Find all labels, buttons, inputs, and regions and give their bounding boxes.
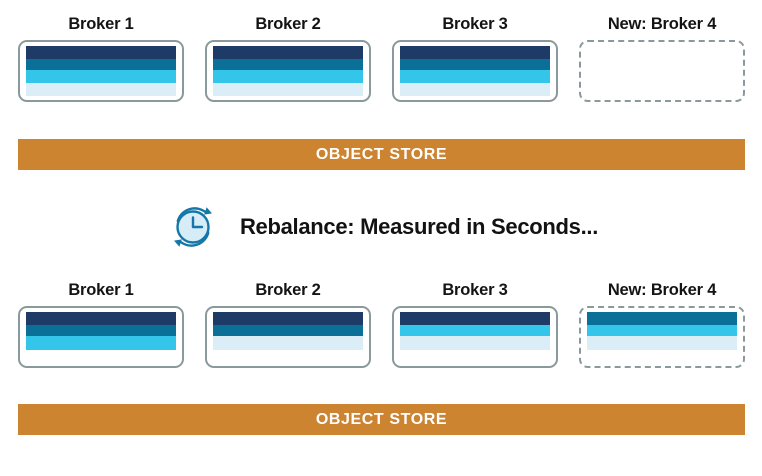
object-store-label: OBJECT STORE xyxy=(315,145,448,163)
partition-stripe-cyan xyxy=(400,69,550,83)
partition-stripe-navy xyxy=(213,45,363,59)
clock-refresh-icon xyxy=(164,198,222,256)
partition-stripe-cyan xyxy=(213,69,363,83)
broker-label: Broker 3 xyxy=(442,15,508,33)
broker-label: Broker 2 xyxy=(255,15,321,33)
partition-stripe-cyan xyxy=(26,335,176,350)
rebalance-banner: Rebalance: Measured in Seconds... xyxy=(0,196,762,258)
broker-label: Broker 2 xyxy=(255,281,321,299)
broker-card-2-before[interactable]: Broker 2 xyxy=(205,16,371,102)
partition-stripe-blue xyxy=(26,58,176,70)
broker-card-1-before[interactable]: Broker 1 xyxy=(18,16,184,102)
broker-strip-after: Broker 1 Broker 2 Broker 3 New: Broker 4 xyxy=(18,282,745,368)
broker-partition-box xyxy=(392,305,558,368)
partition-stripe-navy xyxy=(26,45,176,59)
broker-partition-box xyxy=(18,39,184,102)
broker-partition-box-empty xyxy=(579,39,745,102)
broker-label: Broker 1 xyxy=(68,281,134,299)
broker-card-1-after[interactable]: Broker 1 xyxy=(18,282,184,368)
partition-stripe-navy xyxy=(400,311,550,325)
broker-card-2-after[interactable]: Broker 2 xyxy=(205,282,371,368)
partition-stripe-pale xyxy=(400,82,550,96)
partition-stripe-cyan xyxy=(400,324,550,336)
broker-card-3-before[interactable]: Broker 3 xyxy=(392,16,558,102)
partition-stripe-cyan xyxy=(587,324,737,336)
object-store-bar-bottom: OBJECT STORE xyxy=(18,404,745,435)
broker-partition-box xyxy=(579,305,745,368)
object-store-bar-top: OBJECT STORE xyxy=(18,139,745,170)
cluster-before-rebalance: Broker 1 Broker 2 Broker 3 New: Broker 4 xyxy=(18,16,745,102)
partition-stripe-navy xyxy=(26,311,176,325)
partition-stripe-blue xyxy=(213,58,363,70)
broker-label-new: New: Broker 4 xyxy=(607,15,717,33)
broker-partition-box xyxy=(205,305,371,368)
partition-stripe-pale xyxy=(26,82,176,96)
partition-stripe-blue xyxy=(587,311,737,325)
broker-strip-before: Broker 1 Broker 2 Broker 3 New: Broker 4 xyxy=(18,16,745,102)
partition-stripe-pale xyxy=(400,335,550,350)
partition-stripe-pale xyxy=(587,335,737,350)
broker-card-4-after[interactable]: New: Broker 4 xyxy=(579,282,745,368)
broker-label: Broker 3 xyxy=(442,281,508,299)
partition-stripe-blue xyxy=(400,58,550,70)
partition-stripe-blue xyxy=(213,324,363,336)
partition-stripe-pale xyxy=(213,335,363,350)
broker-card-3-after[interactable]: Broker 3 xyxy=(392,282,558,368)
broker-label-new: New: Broker 4 xyxy=(607,281,717,299)
partition-stripe-navy xyxy=(213,311,363,325)
broker-partition-box xyxy=(18,305,184,368)
partition-stripe-navy xyxy=(400,45,550,59)
broker-partition-box xyxy=(392,39,558,102)
broker-card-4-before[interactable]: New: Broker 4 xyxy=(579,16,745,102)
partition-stripe-blue xyxy=(26,324,176,336)
object-store-label: OBJECT STORE xyxy=(315,410,448,428)
cluster-after-rebalance: Broker 1 Broker 2 Broker 3 New: Broker 4 xyxy=(18,282,745,368)
broker-label: Broker 1 xyxy=(68,15,134,33)
partition-stripe-pale xyxy=(213,82,363,96)
broker-partition-box xyxy=(205,39,371,102)
rebalance-label: Rebalance: Measured in Seconds... xyxy=(239,214,599,239)
partition-stripe-cyan xyxy=(26,69,176,83)
